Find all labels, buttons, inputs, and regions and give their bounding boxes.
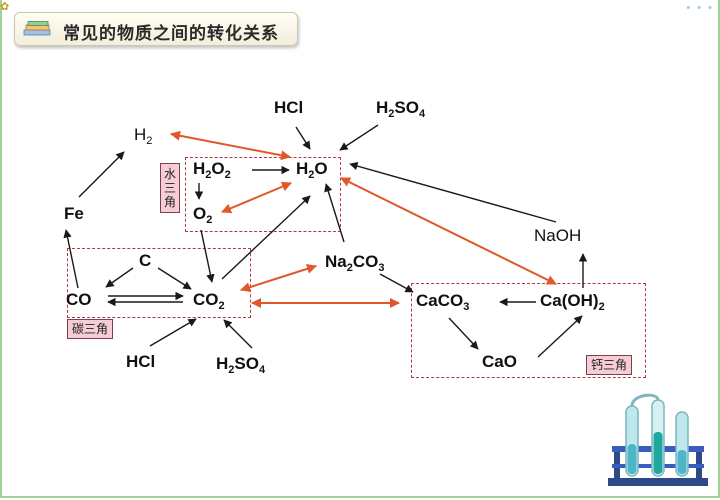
node-fe: Fe: [64, 204, 84, 223]
arrow-co2-to-h2o: [221, 195, 311, 280]
node-co2: CO2: [193, 290, 225, 312]
arrow-o2-to-co2: [200, 229, 215, 283]
arrow-cao-to-caoh2: [537, 315, 583, 358]
double-arrow-h2o-caoh2: [340, 177, 557, 285]
corner-dots-icon: • • •: [686, 2, 714, 14]
node-c: C: [139, 251, 152, 270]
arrow-h2so4-to-h2o: [339, 124, 379, 151]
node-na2co3: Na2CO3: [325, 252, 385, 274]
title-banner: 常见的物质之间的转化关系: [14, 12, 298, 46]
books-icon: [23, 21, 51, 36]
node-cao: CaO: [482, 352, 517, 371]
arrow-caco3-to-cao: [448, 317, 479, 350]
arrow-co-to-fe: [63, 229, 79, 289]
node-h2so4-top: H2SO4: [376, 98, 426, 120]
node-h2so4-bottom: H2SO4: [216, 354, 266, 376]
double-arrow-h2-h2o: [170, 130, 291, 161]
node-caco3: CaCO3: [416, 291, 470, 313]
node-co: CO: [66, 290, 92, 309]
corner-sun-icon: ✿: [0, 1, 10, 13]
arrow-c-to-co2: [157, 267, 192, 290]
arrow-h2so4-to-co2: [223, 319, 253, 349]
calcium-triangle-tag: 钙三角: [586, 355, 633, 375]
node-hcl-top: HCl: [274, 98, 304, 117]
arrow-na2co3-to-caco3: [379, 273, 414, 293]
node-h2o2: H2O2: [193, 159, 231, 181]
arrow-hcl-to-co2: [149, 318, 197, 347]
arrow-na2co3-to-h2o: [324, 183, 345, 243]
arrow-fe-to-h2: [78, 151, 125, 198]
arrow-hcl-to-h2o: [295, 126, 311, 150]
node-h2o: H2O: [296, 159, 328, 181]
node-naoh: NaOH: [534, 226, 582, 245]
node-o2: O2: [193, 204, 213, 226]
page-title: 常见的物质之间的转化关系: [63, 24, 279, 44]
node-h2: H2: [134, 125, 153, 147]
node-caoh2: Ca(OH)2: [540, 291, 605, 313]
double-arrow-o2-h2o: [221, 181, 292, 214]
arrow-c-to-co: [105, 267, 134, 288]
node-hcl-bottom: HCl: [126, 352, 156, 371]
carbon-triangle-tag: 碳三角: [67, 319, 114, 339]
arrow-naoh-to-h2o: [349, 162, 557, 223]
double-arrow-co2-na2co3: [240, 263, 317, 293]
water-triangle-tag: 水三角: [160, 163, 180, 213]
lab-apparatus-icon: [608, 393, 708, 486]
